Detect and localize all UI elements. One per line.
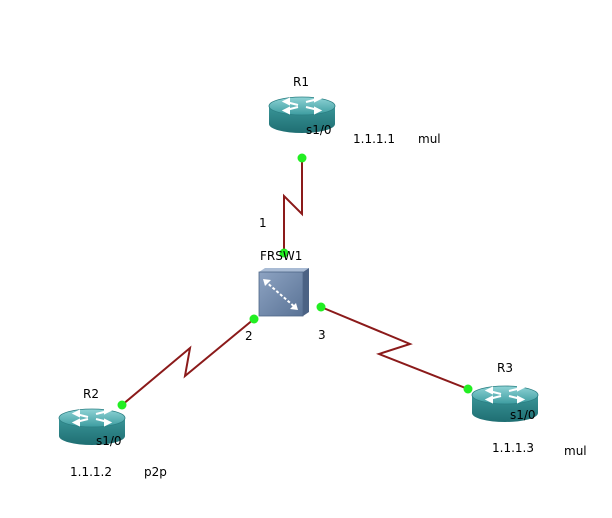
link-status-dot (117, 400, 127, 410)
r1-name-label: R1 (293, 75, 309, 89)
frame-relay-switch-icon[interactable] (258, 268, 309, 317)
switch-port-1-label: 1 (259, 216, 267, 230)
r2-ip-label: 1.1.1.2 (70, 465, 112, 479)
switch-port-2-label: 2 (245, 329, 253, 343)
r3-name-label: R3 (497, 361, 513, 375)
r1-ip-label: 1.1.1.1 (353, 132, 395, 146)
r2-mode-label: p2p (144, 465, 167, 479)
link-r3-frsw1[interactable] (320, 306, 469, 390)
r2-name-label: R2 (83, 387, 99, 401)
link-r1-frsw1[interactable] (283, 158, 303, 253)
switch-port-3-label: 3 (318, 328, 326, 342)
r3-interface-label: s1/0 (510, 408, 536, 422)
r1-mode-label: mul (418, 132, 441, 146)
r2-interface-label: s1/0 (96, 434, 122, 448)
link-status-dot (279, 248, 289, 258)
link-status-dot (249, 314, 259, 324)
link-status-dot (316, 302, 326, 312)
r3-mode-label: mul (564, 444, 587, 458)
link-status-dot (297, 153, 307, 163)
r3-ip-label: 1.1.1.3 (492, 441, 534, 455)
frsw1-name-label: FRSW1 (260, 249, 303, 263)
r1-interface-label: s1/0 (306, 123, 332, 137)
link-r2-frsw1[interactable] (121, 318, 255, 406)
link-status-dot (463, 384, 473, 394)
